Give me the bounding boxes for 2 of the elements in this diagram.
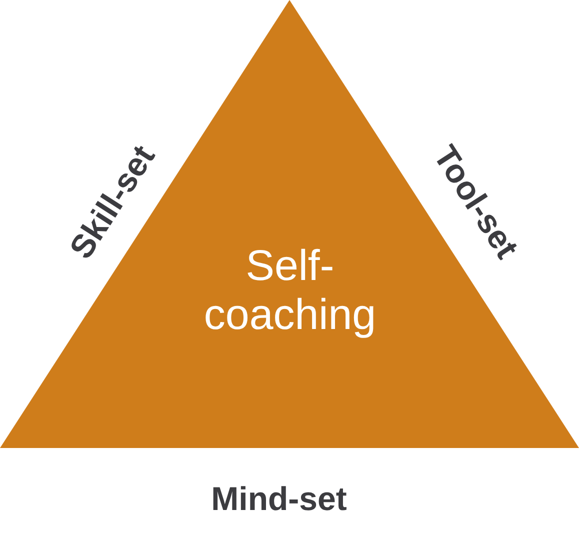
center-label: Self- coaching: [202, 242, 378, 341]
side-label: Mind-set: [211, 480, 347, 518]
